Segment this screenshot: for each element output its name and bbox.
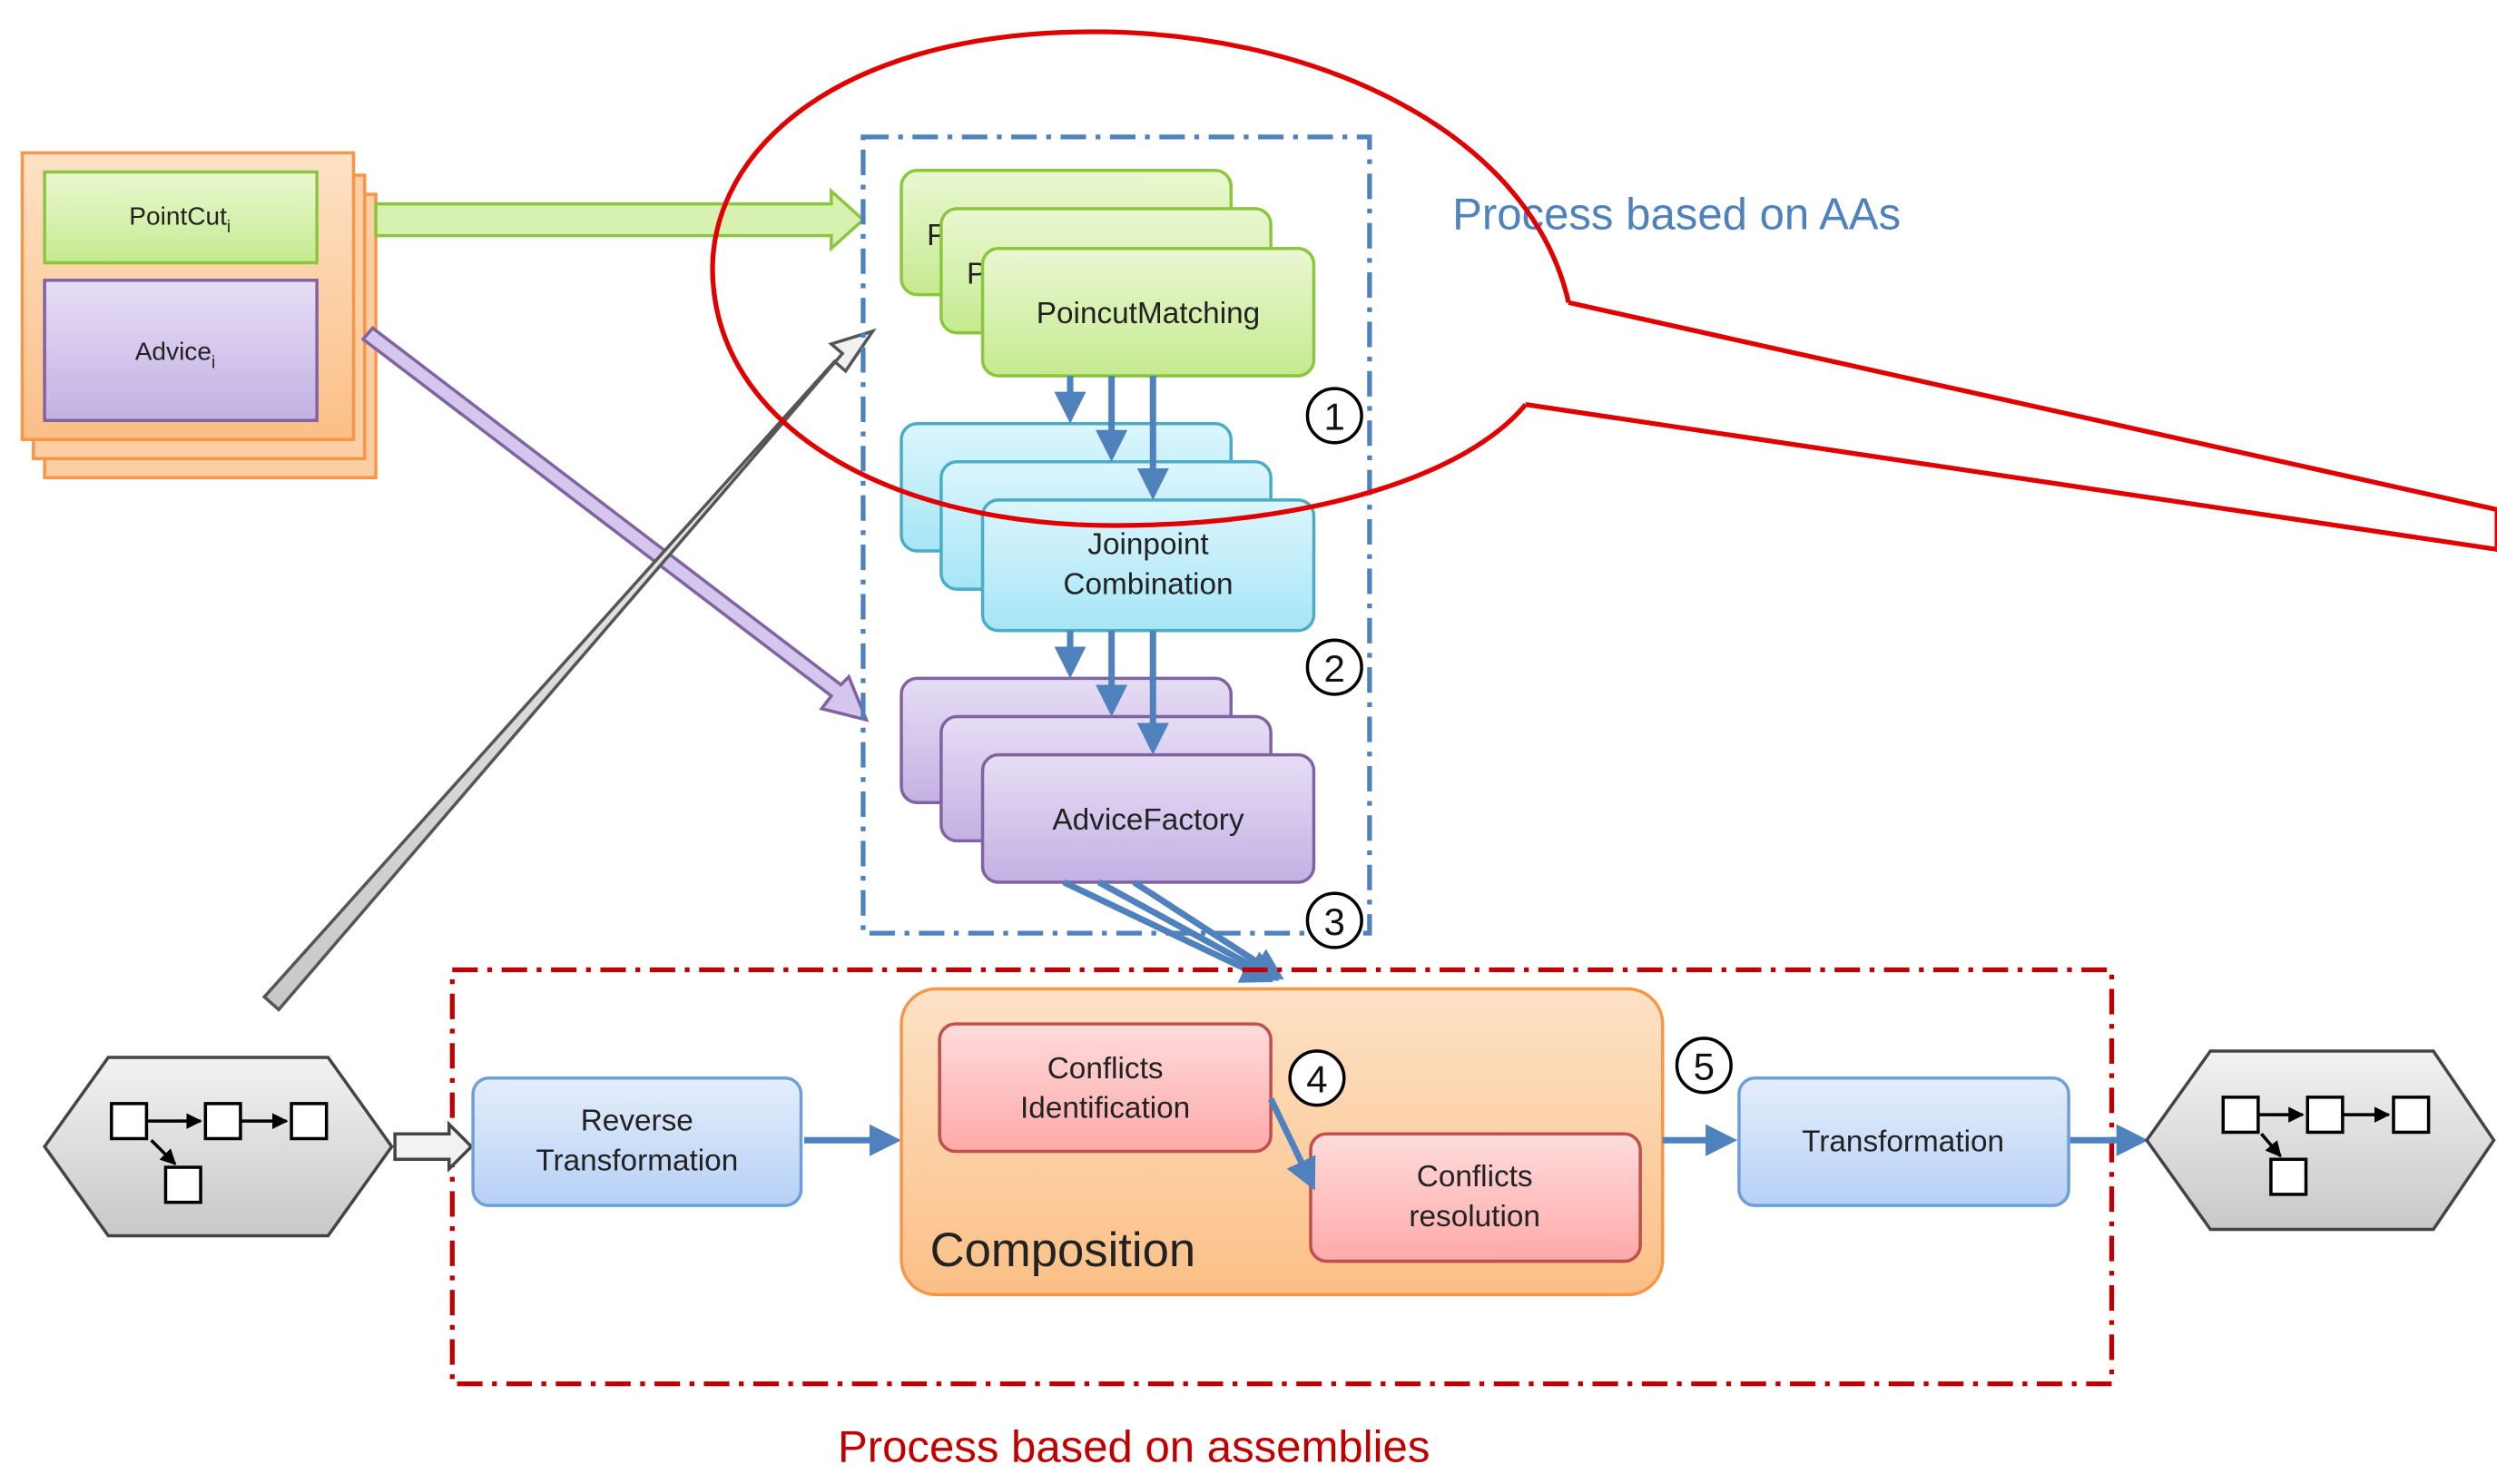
step-marker-3: 3 bbox=[1305, 891, 1363, 949]
svg-text:1: 1 bbox=[1324, 396, 1345, 438]
reverse-line1: Reverse bbox=[581, 1105, 693, 1138]
conflicts-id-line1: Conflicts bbox=[1047, 1052, 1164, 1086]
pointcut-label: PointCut bbox=[129, 201, 227, 230]
component-arrow bbox=[261, 328, 877, 1012]
input-stack: PointCuti Advicei bbox=[20, 151, 378, 480]
svg-text:5: 5 bbox=[1694, 1046, 1715, 1088]
svg-text:3: 3 bbox=[1324, 900, 1345, 943]
reverse-transformation-box: Reverse Transformation bbox=[471, 1076, 803, 1207]
advice-factory-label: AdviceFactory bbox=[1052, 803, 1244, 837]
step-marker-2: 2 bbox=[1305, 638, 1363, 696]
svg-text:4: 4 bbox=[1306, 1058, 1327, 1101]
conflicts-res-line1: Conflicts bbox=[1417, 1160, 1533, 1194]
reverse-line2: Transformation bbox=[536, 1145, 738, 1178]
advice-subscript: i bbox=[211, 353, 215, 372]
joinpoint-label-line2: Combination bbox=[1063, 567, 1233, 601]
conflicts-resolution-box: Conflicts resolution bbox=[1309, 1132, 1642, 1263]
step-marker-5: 5 bbox=[1675, 1037, 1733, 1095]
input-component-arrow bbox=[393, 1120, 474, 1174]
highlight-ellipse bbox=[710, 29, 1571, 528]
pointcut-matching-label: PoincutMatching bbox=[1037, 297, 1260, 330]
pointcut-box: PointCuti bbox=[43, 170, 319, 265]
pointcut-subscript: i bbox=[227, 218, 231, 237]
svg-text:2: 2 bbox=[1324, 647, 1345, 690]
assembly-process-region bbox=[449, 967, 2115, 1387]
advice-box: Advicei bbox=[43, 279, 319, 422]
advice-arrow bbox=[360, 326, 870, 722]
advice-factory-stack: AdviceFactory bbox=[900, 676, 1316, 884]
hexagon-component-icon bbox=[2144, 1049, 2496, 1232]
transformation-label: Transformation bbox=[1802, 1125, 2004, 1159]
identification-to-resolution-arrow bbox=[1267, 1097, 1316, 1191]
pointcut-matching-stack: P P PoincutMatching bbox=[900, 168, 1316, 378]
hexagon-component-icon bbox=[42, 1056, 394, 1238]
transformation-box: Transformation bbox=[1737, 1076, 2070, 1207]
joinpoint-combination-stack: Joinpoint Combination bbox=[900, 421, 1316, 633]
advice-label: Advice bbox=[135, 338, 211, 366]
svg-text:PointCuti: PointCuti bbox=[129, 201, 231, 237]
aa-process-region bbox=[860, 134, 1372, 936]
assembly-process-title: Process based on assemblies bbox=[838, 1423, 1430, 1472]
composition-label: Composition bbox=[930, 1224, 1196, 1277]
svg-text:Advicei: Advicei bbox=[135, 338, 216, 373]
conflicts-res-line2: resolution bbox=[1409, 1200, 1540, 1233]
conflicts-id-line2: Identification bbox=[1020, 1092, 1190, 1125]
highlight-callout bbox=[1525, 300, 2497, 552]
aa-flow-arrows bbox=[1054, 376, 1284, 983]
step-marker-4: 4 bbox=[1288, 1049, 1346, 1107]
step-marker-1: 1 bbox=[1305, 387, 1363, 445]
conflicts-identification-box: Conflicts Identification bbox=[938, 1022, 1273, 1154]
pointcut-arrow bbox=[374, 187, 866, 252]
joinpoint-label-line1: Joinpoint bbox=[1087, 528, 1209, 562]
